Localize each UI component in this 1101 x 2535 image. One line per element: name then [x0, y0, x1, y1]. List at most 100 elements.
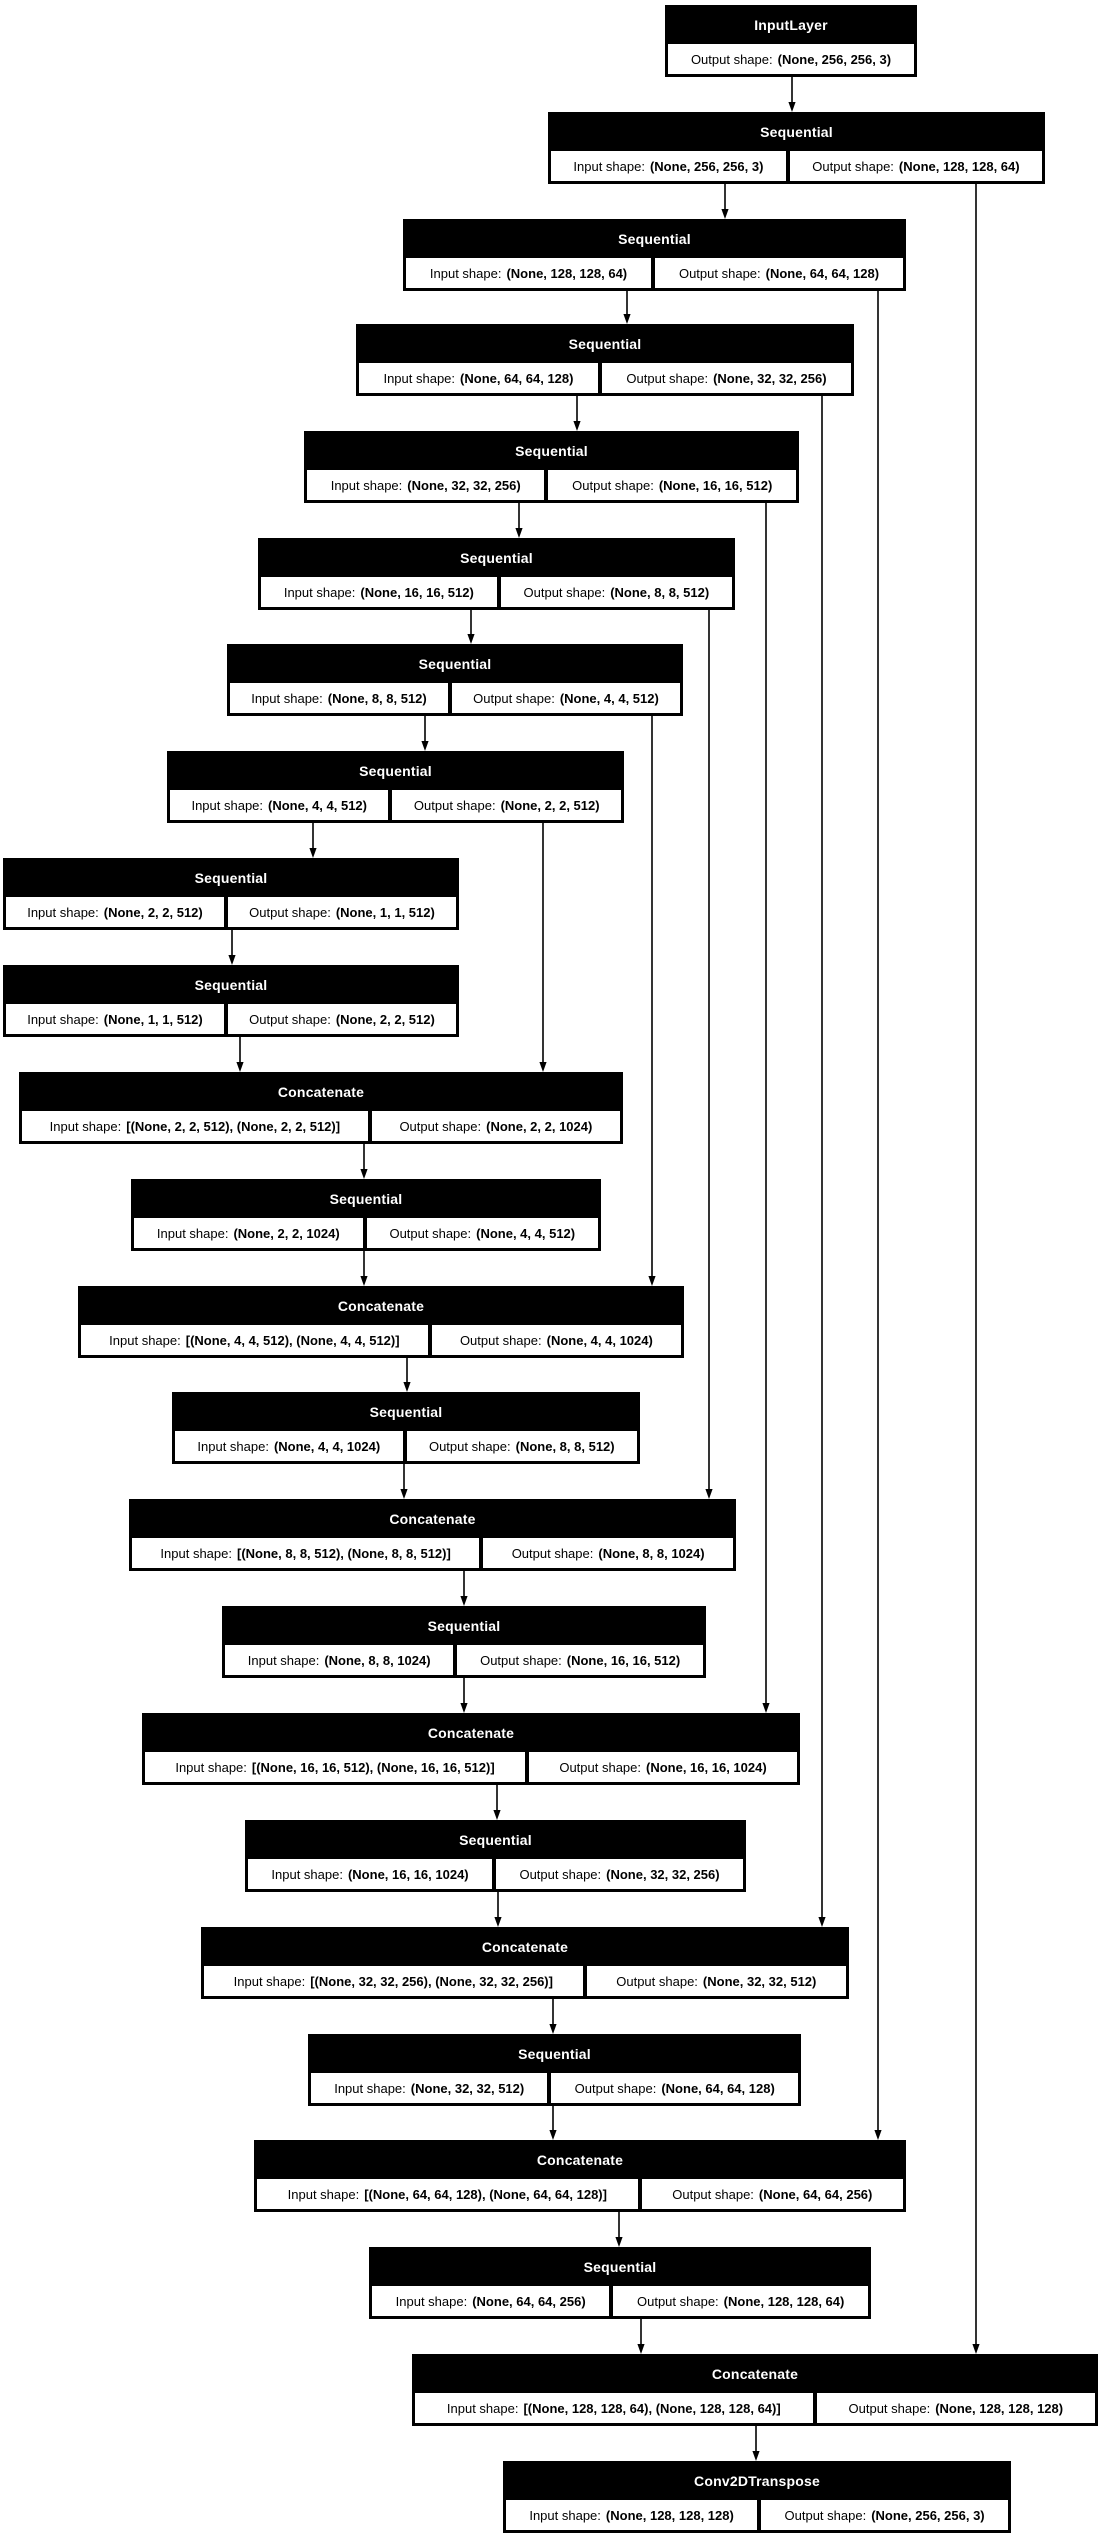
- node-title: Sequential: [583, 2258, 657, 2275]
- output-shape-cell: Output shape:(None, 32, 32, 256): [601, 363, 852, 393]
- arrowhead-icon: [573, 421, 581, 431]
- output-shape-cell: Output shape:(None, 128, 128, 64): [613, 2286, 869, 2316]
- arrowhead-icon: [972, 2344, 980, 2354]
- node-concatenate-7: Concatenate Input shape:[(None, 128, 128…: [412, 2354, 1098, 2426]
- output-shape-cell: Output shape:(None, 16, 16, 512): [457, 1645, 703, 1675]
- shape-cells: Input shape:[(None, 64, 64, 128), (None,…: [254, 2179, 906, 2212]
- input-shape-cell: Input shape:[(None, 4, 4, 512), (None, 4…: [81, 1325, 428, 1355]
- node-title: Sequential: [359, 762, 432, 779]
- input-shape-cell: Input shape:(None, 8, 8, 512): [230, 683, 448, 713]
- input-shape-cell: Input shape:[(None, 64, 64, 128), (None,…: [257, 2179, 638, 2209]
- input-shape-cell: Input shape:[(None, 2, 2, 512), (None, 2…: [22, 1111, 368, 1141]
- output-shape-cell: Output shape:(None, 256, 256, 3): [668, 44, 914, 74]
- output-shape-cell: Output shape:(None, 128, 128, 64): [789, 151, 1043, 181]
- input-shape-cell: Input shape:(None, 4, 4, 1024): [175, 1431, 403, 1461]
- arrowhead-icon: [493, 1810, 501, 1820]
- input-shape-cell: Input shape:(None, 32, 32, 512): [311, 2073, 548, 2103]
- node-concatenate-2: Concatenate Input shape:[(None, 4, 4, 51…: [78, 1286, 684, 1358]
- output-shape-cell: Output shape:(None, 2, 2, 512): [227, 1004, 457, 1034]
- input-shape-cell: Input shape:(None, 128, 128, 128): [506, 2500, 758, 2530]
- shape-cells: Input shape:(None, 16, 16, 1024) Output …: [245, 1859, 746, 1892]
- node-title: Conv2DTranspose: [694, 2472, 820, 2489]
- node-sequential-7: Sequential Input shape:(None, 4, 4, 512)…: [167, 751, 624, 823]
- arrowhead-icon: [752, 2451, 760, 2461]
- node-title: Sequential: [194, 976, 268, 993]
- input-shape-cell: Input shape:[(None, 32, 32, 256), (None,…: [204, 1966, 583, 1996]
- output-shape-cell: Output shape:(None, 16, 16, 512): [548, 470, 797, 500]
- shape-cells: Input shape:(None, 64, 64, 256) Output s…: [369, 2286, 871, 2319]
- arrowhead-icon: [421, 741, 429, 751]
- node-title: Sequential: [460, 549, 533, 566]
- arrowhead-icon: [762, 1703, 770, 1713]
- arrowhead-icon: [460, 1596, 468, 1606]
- arrowhead-icon: [788, 102, 796, 112]
- node-sequential-6: Sequential Input shape:(None, 8, 8, 512)…: [227, 644, 683, 716]
- input-shape-cell: Input shape:(None, 2, 2, 512): [6, 897, 224, 927]
- arrowhead-icon: [403, 1382, 411, 1392]
- output-shape-cell: Output shape:(None, 8, 8, 512): [406, 1431, 637, 1461]
- output-shape-cell: Output shape:(None, 2, 2, 512): [392, 790, 622, 820]
- output-shape-cell: Output shape:(None, 32, 32, 256): [496, 1859, 744, 1889]
- arrowhead-icon: [549, 2130, 557, 2140]
- node-title: Sequential: [369, 1403, 443, 1420]
- node-title: Sequential: [459, 1831, 532, 1848]
- input-shape-cell: Input shape:(None, 1, 1, 512): [6, 1004, 224, 1034]
- node-sequential-13: Sequential Input shape:(None, 16, 16, 10…: [245, 1820, 746, 1892]
- node-sequential-5: Sequential Input shape:(None, 16, 16, 51…: [258, 538, 735, 610]
- shape-cells: Input shape:[(None, 128, 128, 64), (None…: [412, 2393, 1098, 2426]
- arrowhead-icon: [460, 1703, 468, 1713]
- node-concatenate-1: Concatenate Input shape:[(None, 2, 2, 51…: [19, 1072, 623, 1144]
- input-shape-cell: Input shape:(None, 128, 128, 64): [406, 258, 652, 288]
- input-shape-cell: Input shape:(None, 256, 256, 3): [551, 151, 786, 181]
- shape-cells: Input shape:(None, 1, 1, 512) Output sha…: [3, 1004, 459, 1037]
- input-shape-cell: Input shape:(None, 2, 2, 1024): [134, 1218, 363, 1248]
- output-shape-cell: Output shape:(None, 32, 32, 512): [586, 1966, 847, 1996]
- node-title: InputLayer: [754, 16, 828, 33]
- shape-cells: Input shape:[(None, 4, 4, 512), (None, 4…: [78, 1325, 684, 1358]
- arrowhead-icon: [818, 1917, 826, 1927]
- arrowhead-icon: [615, 2237, 623, 2247]
- node-input-layer: InputLayer Output shape:(None, 256, 256,…: [665, 5, 917, 77]
- node-title: Concatenate: [337, 1297, 425, 1314]
- output-shape-cell: Output shape:(None, 64, 64, 128): [655, 258, 904, 288]
- node-conv2d-transpose: Conv2DTranspose Input shape:(None, 128, …: [503, 2461, 1011, 2533]
- shape-cells: Input shape:(None, 2, 2, 1024) Output sh…: [131, 1218, 601, 1251]
- node-concatenate-6: Concatenate Input shape:[(None, 64, 64, …: [254, 2140, 906, 2212]
- node-title: Concatenate: [536, 2151, 624, 2168]
- node-title: Sequential: [329, 1190, 403, 1207]
- shape-cells: Input shape:(None, 64, 64, 128) Output s…: [356, 363, 854, 396]
- input-shape-cell: Input shape:[(None, 16, 16, 512), (None,…: [145, 1752, 525, 1782]
- node-title: Sequential: [568, 335, 642, 352]
- shape-cells: Input shape:(None, 256, 256, 3) Output s…: [548, 151, 1045, 184]
- output-shape-cell: Output shape:(None, 2, 2, 1024): [371, 1111, 621, 1141]
- node-sequential-12: Sequential Input shape:(None, 8, 8, 1024…: [222, 1606, 706, 1678]
- shape-cells: Input shape:(None, 4, 4, 1024) Output sh…: [172, 1431, 640, 1464]
- arrowhead-icon: [360, 1169, 368, 1179]
- node-sequential-10: Sequential Input shape:(None, 2, 2, 1024…: [131, 1179, 601, 1251]
- shape-cells: Input shape:(None, 32, 32, 512) Output s…: [308, 2073, 801, 2106]
- shape-cells: Input shape:[(None, 16, 16, 512), (None,…: [142, 1752, 800, 1785]
- shape-cells: Input shape:(None, 2, 2, 512) Output sha…: [3, 897, 459, 930]
- node-concatenate-5: Concatenate Input shape:[(None, 32, 32, …: [201, 1927, 849, 1999]
- output-shape-cell: Output shape:(None, 1, 1, 512): [227, 897, 457, 927]
- shape-cells: Input shape:(None, 128, 128, 64) Output …: [403, 258, 906, 291]
- input-shape-cell: Input shape:(None, 8, 8, 1024): [225, 1645, 454, 1675]
- node-sequential-15: Sequential Input shape:(None, 64, 64, 25…: [369, 2247, 871, 2319]
- arrowhead-icon: [648, 1276, 656, 1286]
- node-sequential-11: Sequential Input shape:(None, 4, 4, 1024…: [172, 1392, 640, 1464]
- shape-cells: Input shape:(None, 32, 32, 256) Output s…: [304, 470, 799, 503]
- arrowhead-icon: [236, 1062, 244, 1072]
- node-concatenate-4: Concatenate Input shape:[(None, 16, 16, …: [142, 1713, 800, 1785]
- shape-cells: Input shape:(None, 8, 8, 512) Output sha…: [227, 683, 683, 716]
- arrowhead-icon: [539, 1062, 547, 1072]
- arrowhead-icon: [400, 1489, 408, 1499]
- node-title: Sequential: [618, 230, 691, 247]
- arrowhead-icon: [228, 955, 236, 965]
- arrowhead-icon: [309, 848, 317, 858]
- node-sequential-3: Sequential Input shape:(None, 64, 64, 12…: [356, 324, 854, 396]
- shape-cells: Input shape:(None, 128, 128, 128) Output…: [503, 2500, 1011, 2533]
- input-shape-cell: Input shape:(None, 64, 64, 128): [359, 363, 598, 393]
- node-title: Sequential: [515, 442, 588, 459]
- output-shape-cell: Output shape:(None, 64, 64, 128): [551, 2073, 799, 2103]
